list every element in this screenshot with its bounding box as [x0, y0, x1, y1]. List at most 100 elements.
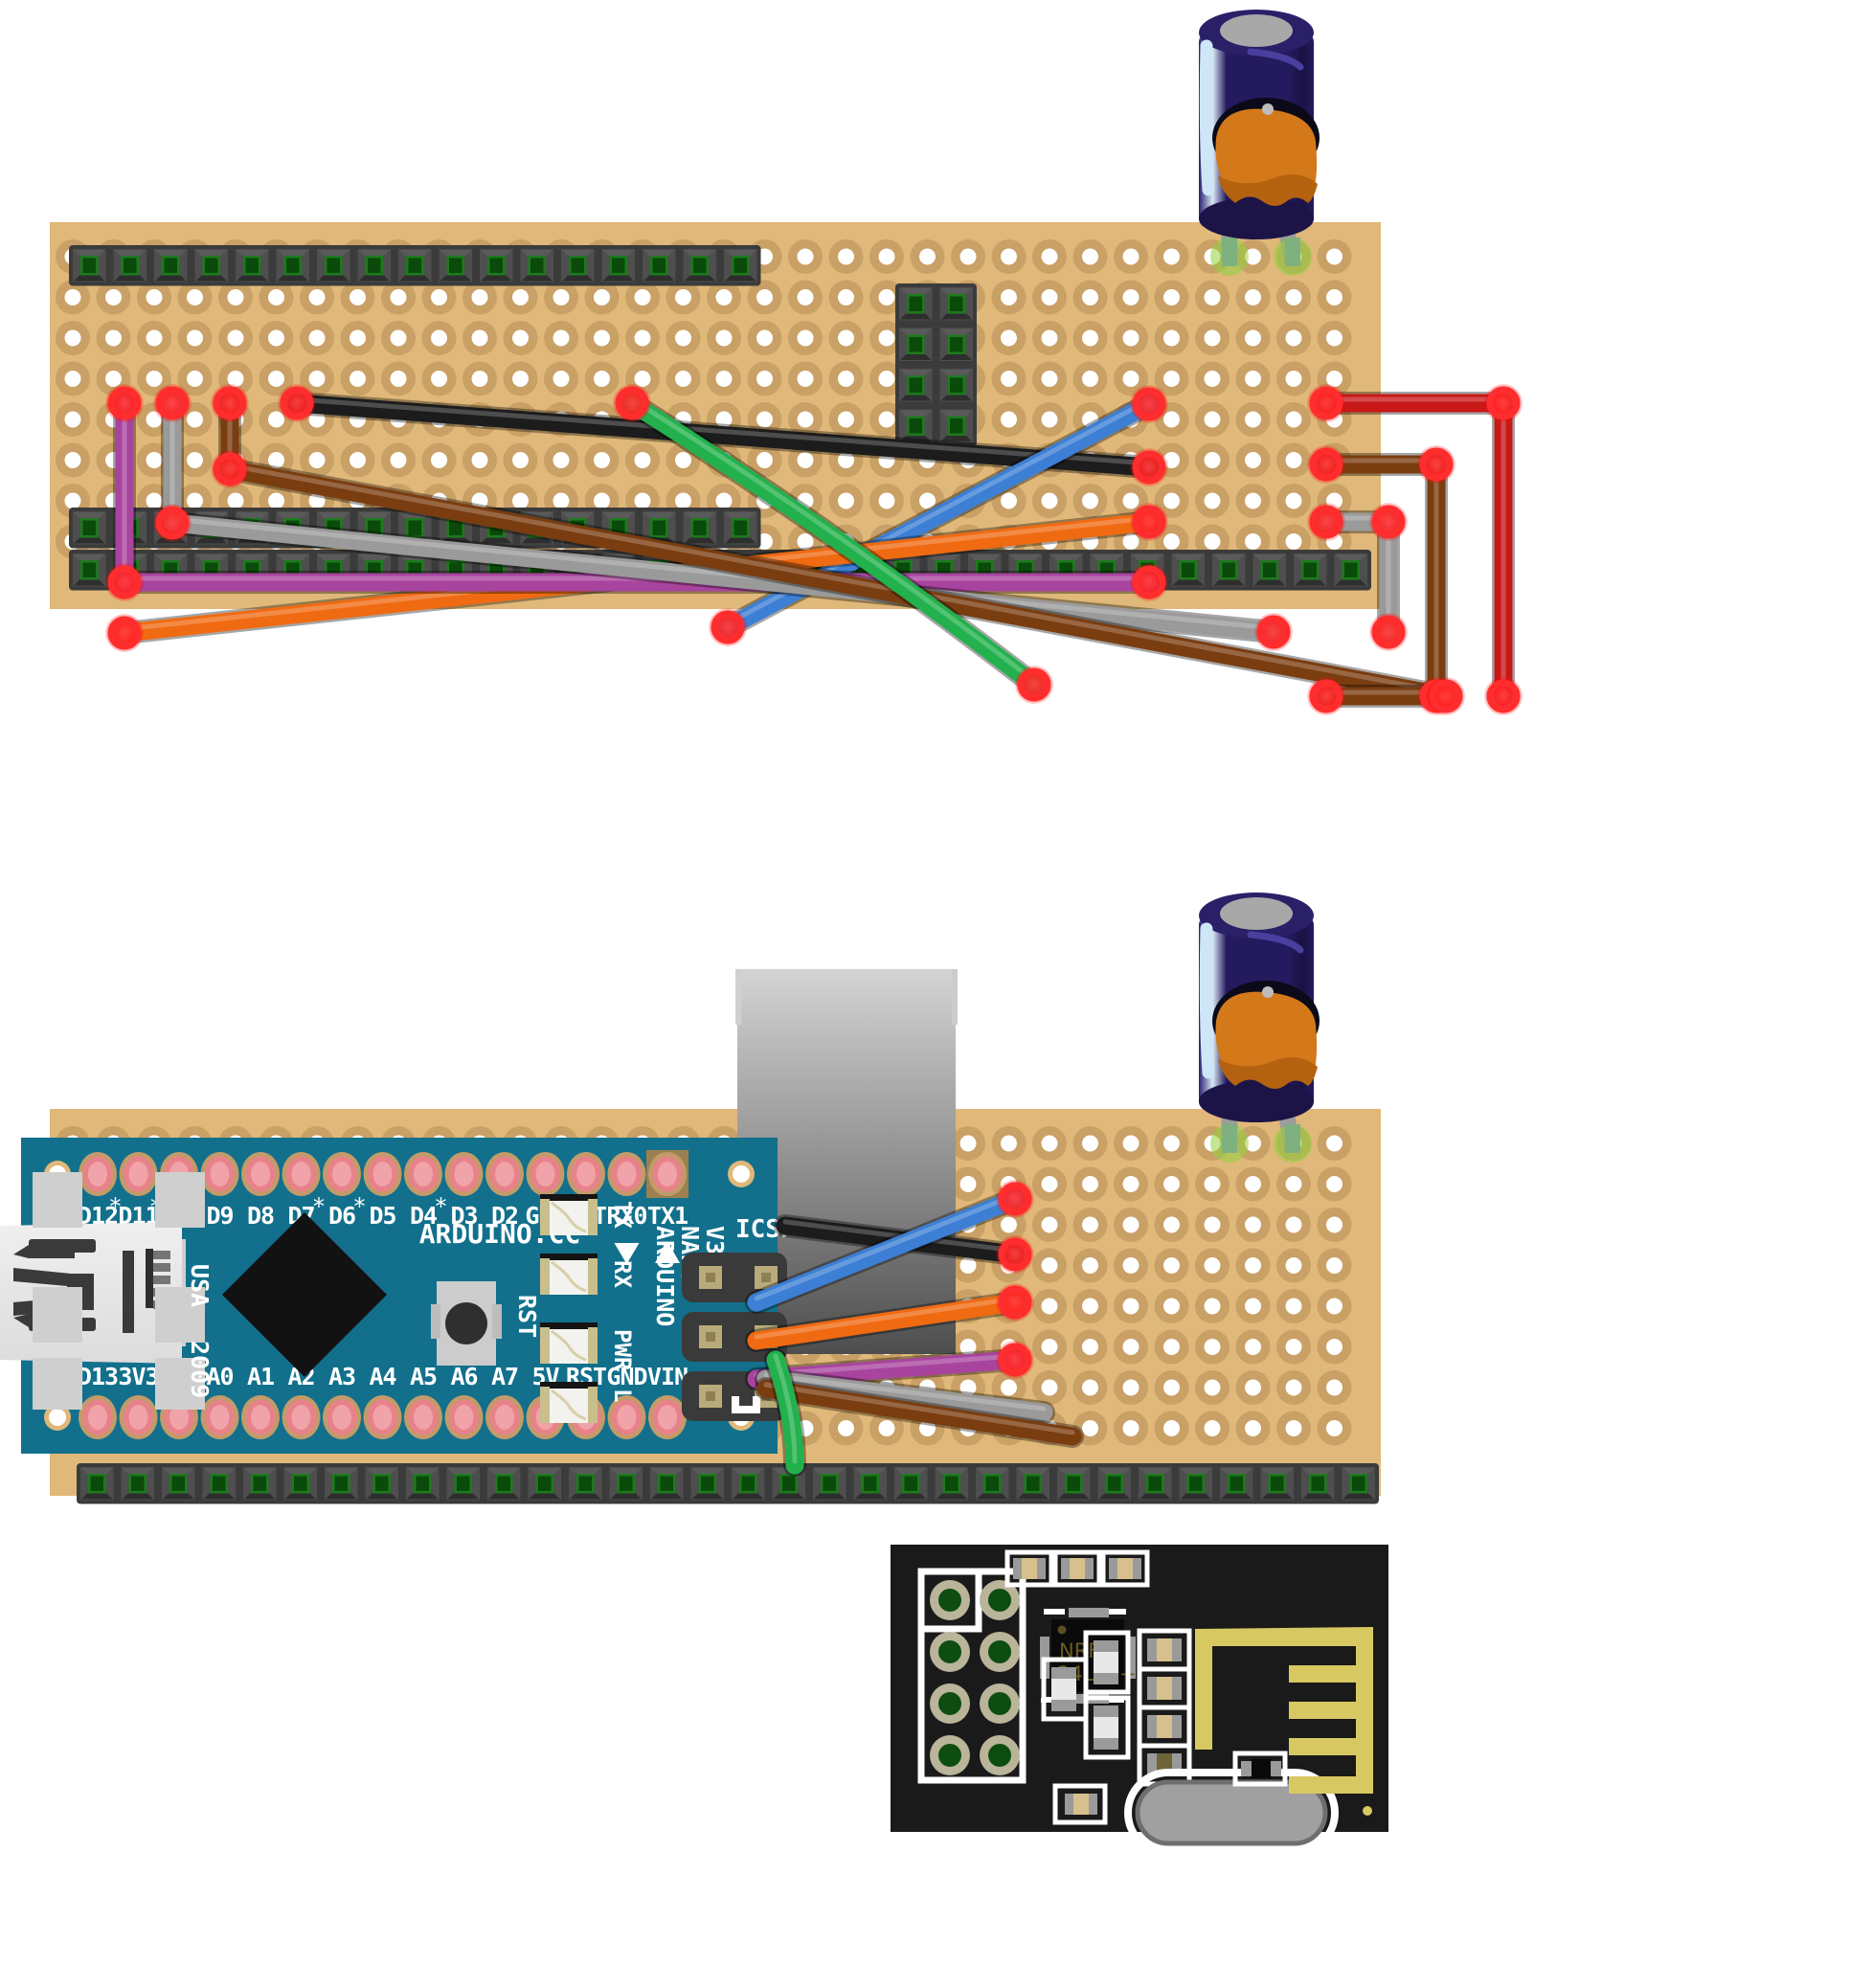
wire-brown-loop[interactable] [1317, 455, 1446, 706]
header-socket[interactable] [457, 1476, 470, 1492]
connection-dot-top-18[interactable] [1371, 615, 1406, 649]
wire-blue-2[interactable] [747, 1189, 1025, 1312]
connection-dot-top-20[interactable] [1486, 679, 1521, 713]
header-socket[interactable] [612, 520, 625, 536]
header-socket[interactable] [286, 258, 300, 274]
wire-green-1[interactable] [622, 394, 1044, 694]
wire-orange-2[interactable] [747, 1293, 1025, 1350]
wires-group[interactable] [113, 392, 1515, 1477]
nano-icsp-header-row-0[interactable] [682, 1253, 787, 1302]
header-socket[interactable] [171, 1476, 186, 1492]
header-socket[interactable] [530, 258, 544, 274]
header-socket[interactable] [950, 337, 963, 352]
connection-dot-top-14[interactable] [1309, 447, 1343, 482]
header-socket[interactable] [985, 1476, 1000, 1492]
header-socket[interactable] [823, 1476, 837, 1492]
header-socket[interactable] [1148, 1476, 1162, 1492]
arduino-nano-group[interactable]: D12D11*D10*D9*D8D7D6*D5*D4D3*D2GNDRSTRX0… [0, 1138, 796, 1454]
header-socket[interactable] [741, 1476, 756, 1492]
connection-dot-top-1[interactable] [155, 386, 190, 420]
connection-dot-top-25[interactable] [1017, 667, 1051, 702]
connection-dot-top-15[interactable] [1419, 447, 1454, 482]
header-socket[interactable] [1108, 1476, 1121, 1492]
connection-dot-top-17[interactable] [1371, 505, 1406, 539]
header-socket[interactable] [1189, 1476, 1203, 1492]
header-socket[interactable] [368, 520, 381, 536]
connection-dot-top-6[interactable] [107, 565, 142, 599]
bottom-header-row[interactable] [77, 1463, 1379, 1504]
header-socket[interactable] [571, 258, 585, 274]
header-socket[interactable] [909, 337, 923, 352]
header-socket[interactable] [1222, 562, 1236, 578]
header-socket[interactable] [408, 258, 422, 274]
connection-dot-top-11[interactable] [1132, 565, 1166, 599]
connection-dot-bottom-3[interactable] [998, 1343, 1032, 1377]
header-socket[interactable] [327, 258, 341, 274]
header-socket[interactable] [245, 258, 259, 274]
header-socket[interactable] [449, 520, 462, 536]
header-socket[interactable] [950, 418, 963, 434]
connection-dot-top-0[interactable] [107, 386, 142, 420]
header-socket[interactable] [701, 1476, 714, 1492]
connection-dot-bottom-2[interactable] [998, 1285, 1032, 1320]
connection-dot-bottom-1[interactable] [998, 1237, 1032, 1272]
header-socket[interactable] [131, 1476, 145, 1492]
header-socket[interactable] [1352, 1476, 1365, 1492]
header-socket[interactable] [82, 258, 97, 274]
header-socket[interactable] [612, 258, 625, 274]
header-socket[interactable] [733, 258, 748, 274]
wire-black-1[interactable] [287, 394, 1159, 477]
header-socket[interactable] [416, 1476, 430, 1492]
connection-dot-top-23[interactable] [1429, 679, 1463, 713]
nrf-module-group[interactable]: NRF24L01+ [891, 1545, 1388, 1857]
header-socket[interactable] [864, 1476, 877, 1492]
header-socket[interactable] [693, 520, 707, 536]
connection-dot-top-5[interactable] [213, 452, 247, 486]
header-socket[interactable] [693, 258, 707, 274]
header-socket[interactable] [449, 258, 462, 274]
header-socket[interactable] [1311, 1476, 1325, 1492]
connection-dot-top-4[interactable] [155, 506, 190, 540]
header-socket[interactable] [782, 1476, 796, 1492]
connection-dot-top-8[interactable] [1132, 387, 1166, 421]
connection-dot-top-13[interactable] [1486, 386, 1521, 420]
connection-dot-bottom-0[interactable] [998, 1182, 1032, 1216]
header-socket[interactable] [1067, 1476, 1081, 1492]
header-socket[interactable] [660, 1476, 674, 1492]
header-socket[interactable] [1303, 562, 1318, 578]
header-socket[interactable] [909, 377, 923, 394]
header-socket[interactable] [909, 296, 923, 312]
header-socket[interactable] [578, 1476, 593, 1492]
connection-dot-top-19[interactable] [1309, 679, 1343, 713]
header-socket[interactable] [253, 1476, 267, 1492]
header-socket[interactable] [489, 258, 504, 274]
header-socket[interactable] [904, 1476, 918, 1492]
header-socket[interactable] [733, 520, 748, 536]
header-socket[interactable] [408, 520, 422, 536]
header-socket[interactable] [1230, 1476, 1244, 1492]
top-radio-socket[interactable] [895, 283, 977, 446]
header-socket[interactable] [652, 258, 666, 274]
connection-dot-top-3[interactable] [280, 386, 314, 420]
header-socket[interactable] [538, 1476, 552, 1492]
connection-dot-top-24[interactable] [615, 386, 649, 420]
wire-green-2[interactable] [766, 1350, 804, 1475]
header-socket[interactable] [334, 1476, 349, 1492]
header-socket[interactable] [90, 1476, 104, 1492]
header-socket[interactable] [82, 562, 97, 578]
header-socket[interactable] [950, 377, 963, 394]
connection-dot-top-9[interactable] [1132, 450, 1166, 485]
header-socket[interactable] [294, 1476, 307, 1492]
header-socket[interactable] [497, 1476, 511, 1492]
header-socket[interactable] [945, 1476, 959, 1492]
nano-icsp-header-row-1[interactable] [682, 1312, 787, 1362]
header-socket[interactable] [1271, 1476, 1284, 1492]
header-socket[interactable] [82, 520, 97, 536]
header-socket[interactable] [1344, 562, 1358, 578]
header-socket[interactable] [1263, 562, 1276, 578]
header-socket[interactable] [652, 520, 666, 536]
header-socket[interactable] [620, 1476, 633, 1492]
header-socket[interactable] [950, 296, 963, 312]
connection-dot-top-16[interactable] [1309, 505, 1343, 539]
header-socket[interactable] [205, 258, 218, 274]
